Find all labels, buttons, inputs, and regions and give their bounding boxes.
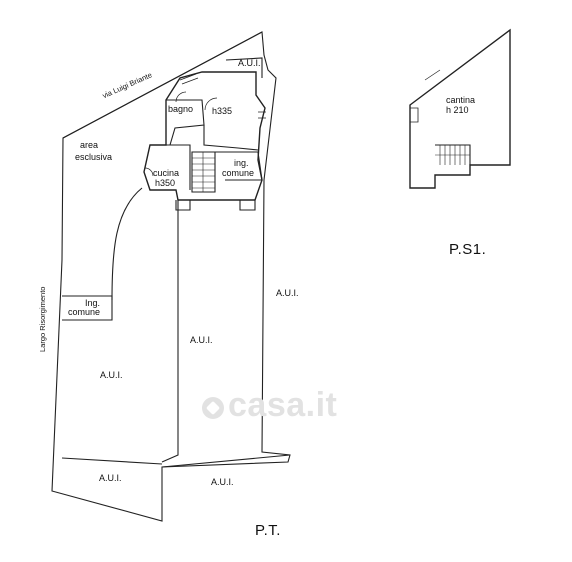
cantina-stair [435, 144, 471, 165]
side-entrance-line1: Ing. [85, 298, 101, 308]
room-bagno: bagno [168, 104, 194, 114]
area-label-line2: esclusiva [75, 152, 113, 162]
lot-divider [161, 200, 179, 463]
stair-outline [191, 151, 216, 193]
area-curve [111, 187, 143, 301]
room-cucina: cucina [153, 168, 180, 178]
aui-label-right: A.U.I. [276, 288, 299, 298]
aui-top-wall [225, 57, 263, 78]
cucina-wall [150, 144, 191, 190]
floor-label-basement: P.S1. [449, 241, 487, 258]
door-swing [204, 97, 218, 111]
cantina-outline [409, 28, 511, 189]
stair-steps [192, 152, 215, 192]
entrance-step [239, 200, 256, 211]
site-boundary [51, 31, 291, 522]
cantina-steps [435, 145, 470, 165]
aui-label-bottom-right: A.U.I. [211, 477, 234, 487]
street-label-left: Largo Risorgimento [38, 286, 47, 352]
ing-comune-wall [215, 151, 263, 181]
window-mark [258, 111, 266, 119]
side-entrance-line2: comune [68, 307, 101, 317]
window-mark [179, 73, 199, 85]
side-entrance-box [62, 295, 113, 321]
aui-label-bottom-left: A.U.I. [99, 473, 122, 483]
cantina-door [424, 69, 441, 81]
aui-label-center: A.U.I. [190, 335, 213, 345]
floor-label-ground: P.T. [255, 522, 281, 539]
bottom-strip [61, 457, 163, 465]
bottom-strip [161, 454, 291, 468]
door-swing [175, 91, 187, 103]
aui-label-left: A.U.I. [100, 370, 123, 380]
internal-wall [203, 125, 259, 151]
door-swing [144, 167, 154, 177]
room-ing-line2: comune [222, 168, 255, 178]
watermark-logo-icon [202, 397, 224, 419]
room-cantina: cantina [446, 95, 476, 105]
aui-label-top: A.U.I. [238, 58, 261, 68]
area-label-line1: area [80, 140, 99, 150]
room-cucina-height: h350 [155, 178, 176, 188]
cantina-window [410, 107, 419, 123]
room-cantina-height: h 210 [446, 105, 469, 115]
watermark: casa.it [228, 386, 338, 424]
street-edge [62, 31, 263, 139]
entrance-step [175, 200, 191, 211]
room-ing-line1: ing. [234, 158, 249, 168]
room-height-main: h335 [212, 106, 233, 116]
